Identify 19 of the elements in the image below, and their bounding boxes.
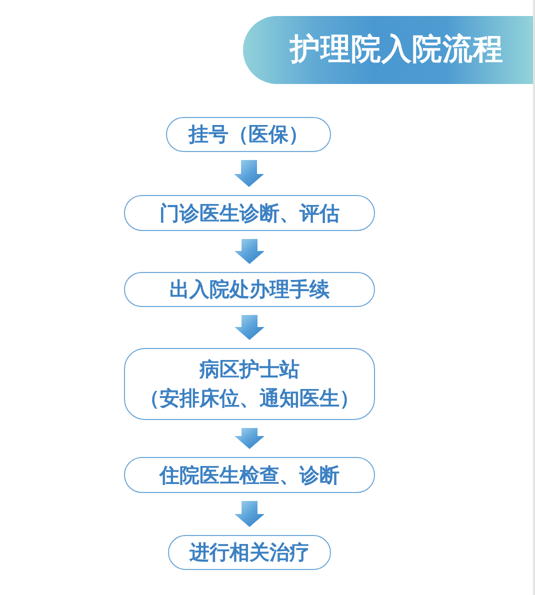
process-box xyxy=(124,457,375,493)
arrow xyxy=(234,239,264,264)
step-text: 进行相关治疗 xyxy=(190,539,310,566)
step-text: （安排床位、通知医生） xyxy=(140,385,360,412)
step-text: 挂号（医保） xyxy=(188,121,308,148)
title-text: 护理院入院流程 xyxy=(290,32,504,68)
process-box xyxy=(124,195,375,231)
process-box xyxy=(166,117,331,152)
process-box xyxy=(124,272,375,307)
step-text: 出入院处办理手续 xyxy=(170,276,330,303)
arrow xyxy=(234,501,264,527)
arrow xyxy=(234,428,264,449)
step-text: 门诊医生诊断、评估 xyxy=(160,200,340,226)
step-text: 住院医生检查、诊断 xyxy=(160,462,340,488)
step-text: 病区护士站 xyxy=(200,356,300,383)
arrow xyxy=(234,315,264,340)
arrow xyxy=(234,160,264,187)
process-box xyxy=(124,348,375,420)
process-box xyxy=(168,535,331,570)
